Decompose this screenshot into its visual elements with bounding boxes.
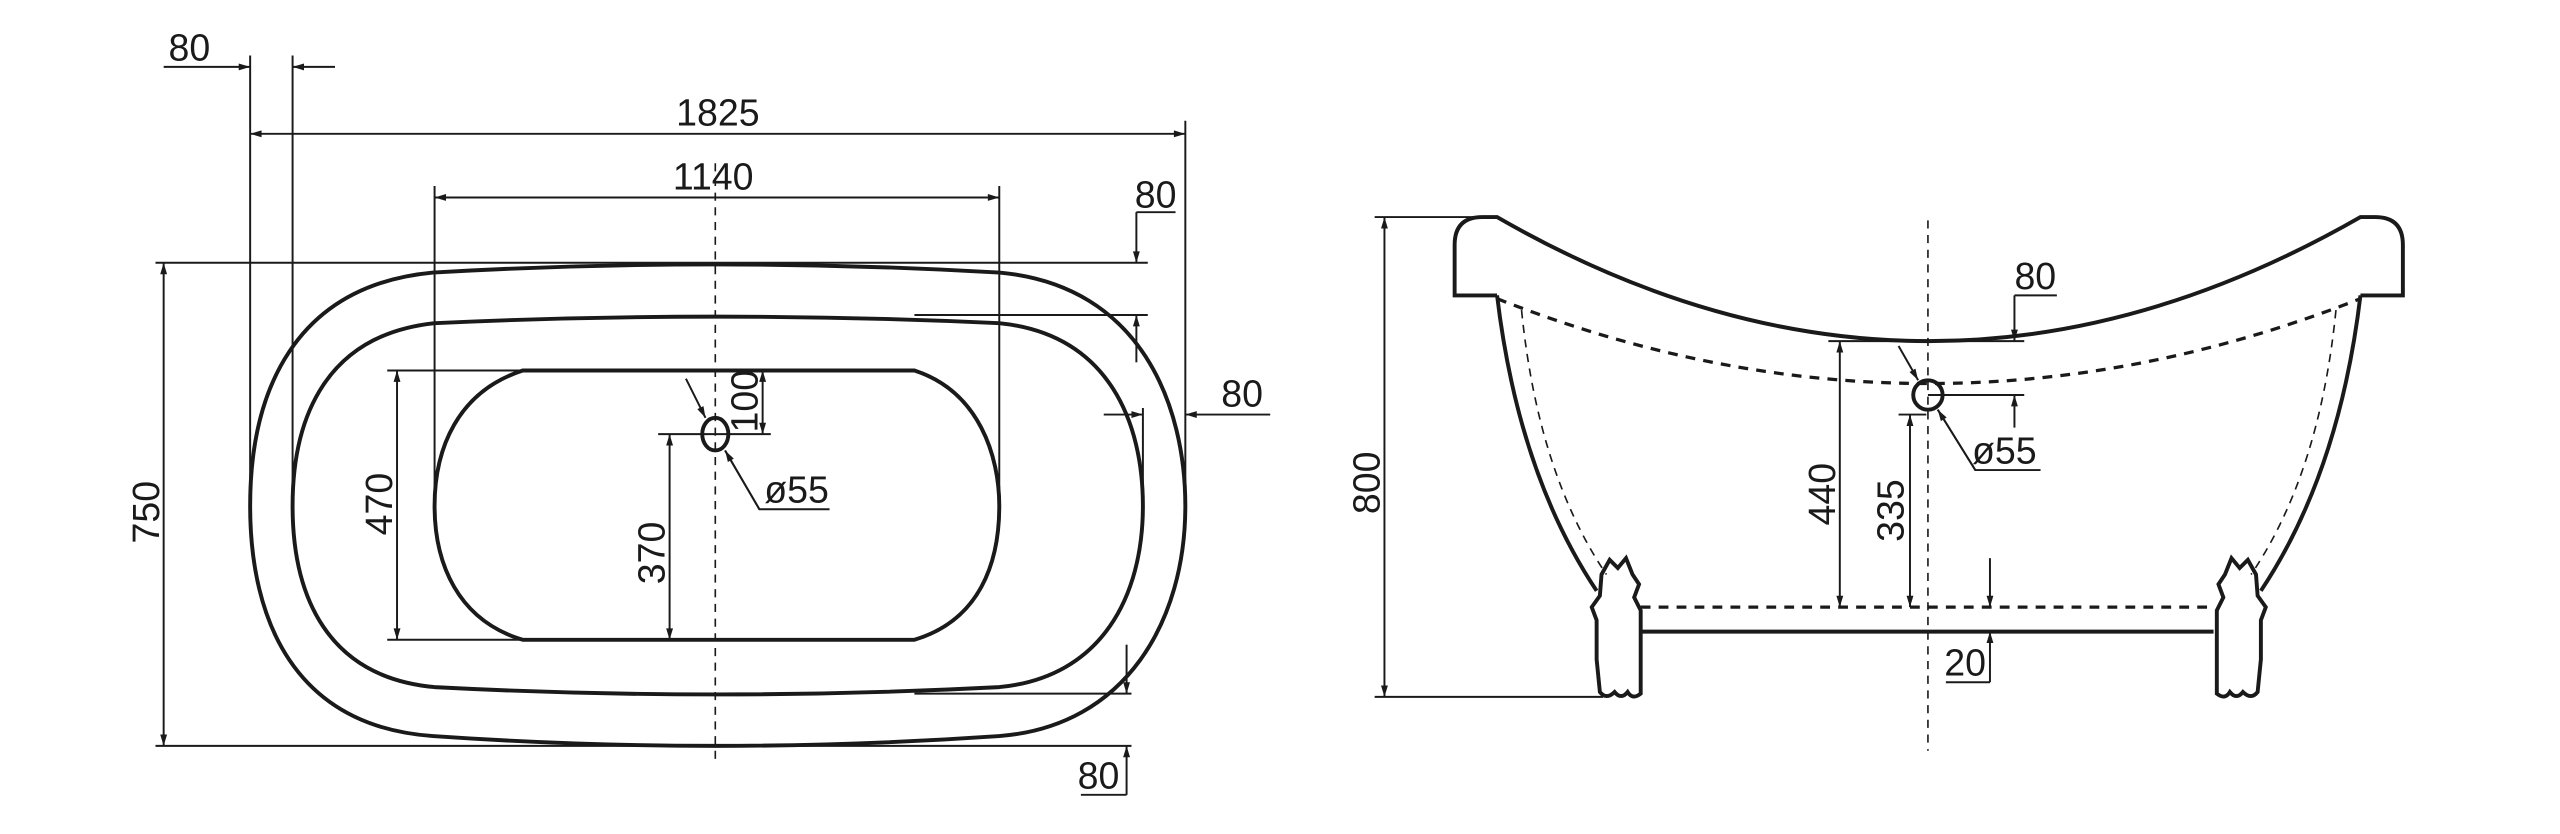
- dim-drain-diameter: ø55: [764, 469, 829, 511]
- dim-inner-width: 470: [358, 473, 400, 536]
- dim-inner-depth: 440: [1801, 463, 1843, 526]
- top-view: 80 1825 1140 80 80 80 750 470 370 100: [125, 26, 1271, 796]
- hidden-basin-top: [1496, 297, 2362, 386]
- extension-lines: [155, 55, 1187, 747]
- dim-drain-bottom: 370: [631, 522, 673, 585]
- left-side-wall: [1495, 295, 1599, 592]
- dim-rim-top: 80: [1135, 173, 1177, 215]
- hidden-right-wall: [2250, 310, 2337, 575]
- dim-overflow-offset: 80: [2014, 255, 2056, 297]
- side-view: 800 440 335 80 ø55 20: [1346, 215, 2405, 751]
- basin-outline: [432, 368, 1002, 642]
- left-claw-foot: [1589, 554, 1643, 699]
- outer-tub-outline: [248, 262, 1188, 748]
- dim-overall-height: 800: [1346, 452, 1388, 515]
- right-claw-foot: [2214, 554, 2268, 699]
- dim-drain-diameter: ø55: [1972, 430, 2037, 472]
- dim-rim-left: 80: [169, 26, 211, 68]
- dim-floor-thickness: 20: [1944, 642, 1986, 684]
- rim-inner-outline: [290, 314, 1145, 697]
- dim-rim-right: 80: [1221, 372, 1263, 414]
- dim-drain-height: 335: [1869, 479, 1911, 542]
- hidden-left-wall: [1520, 310, 1608, 575]
- right-side-wall: [2259, 295, 2363, 592]
- dim-overall-length: 1825: [676, 92, 759, 134]
- dim-rim-bottom: 80: [1078, 754, 1120, 796]
- dim-overall-width: 750: [125, 481, 167, 544]
- dim-inner-length: 1140: [673, 155, 754, 197]
- dim-drain-top: 100: [724, 370, 766, 433]
